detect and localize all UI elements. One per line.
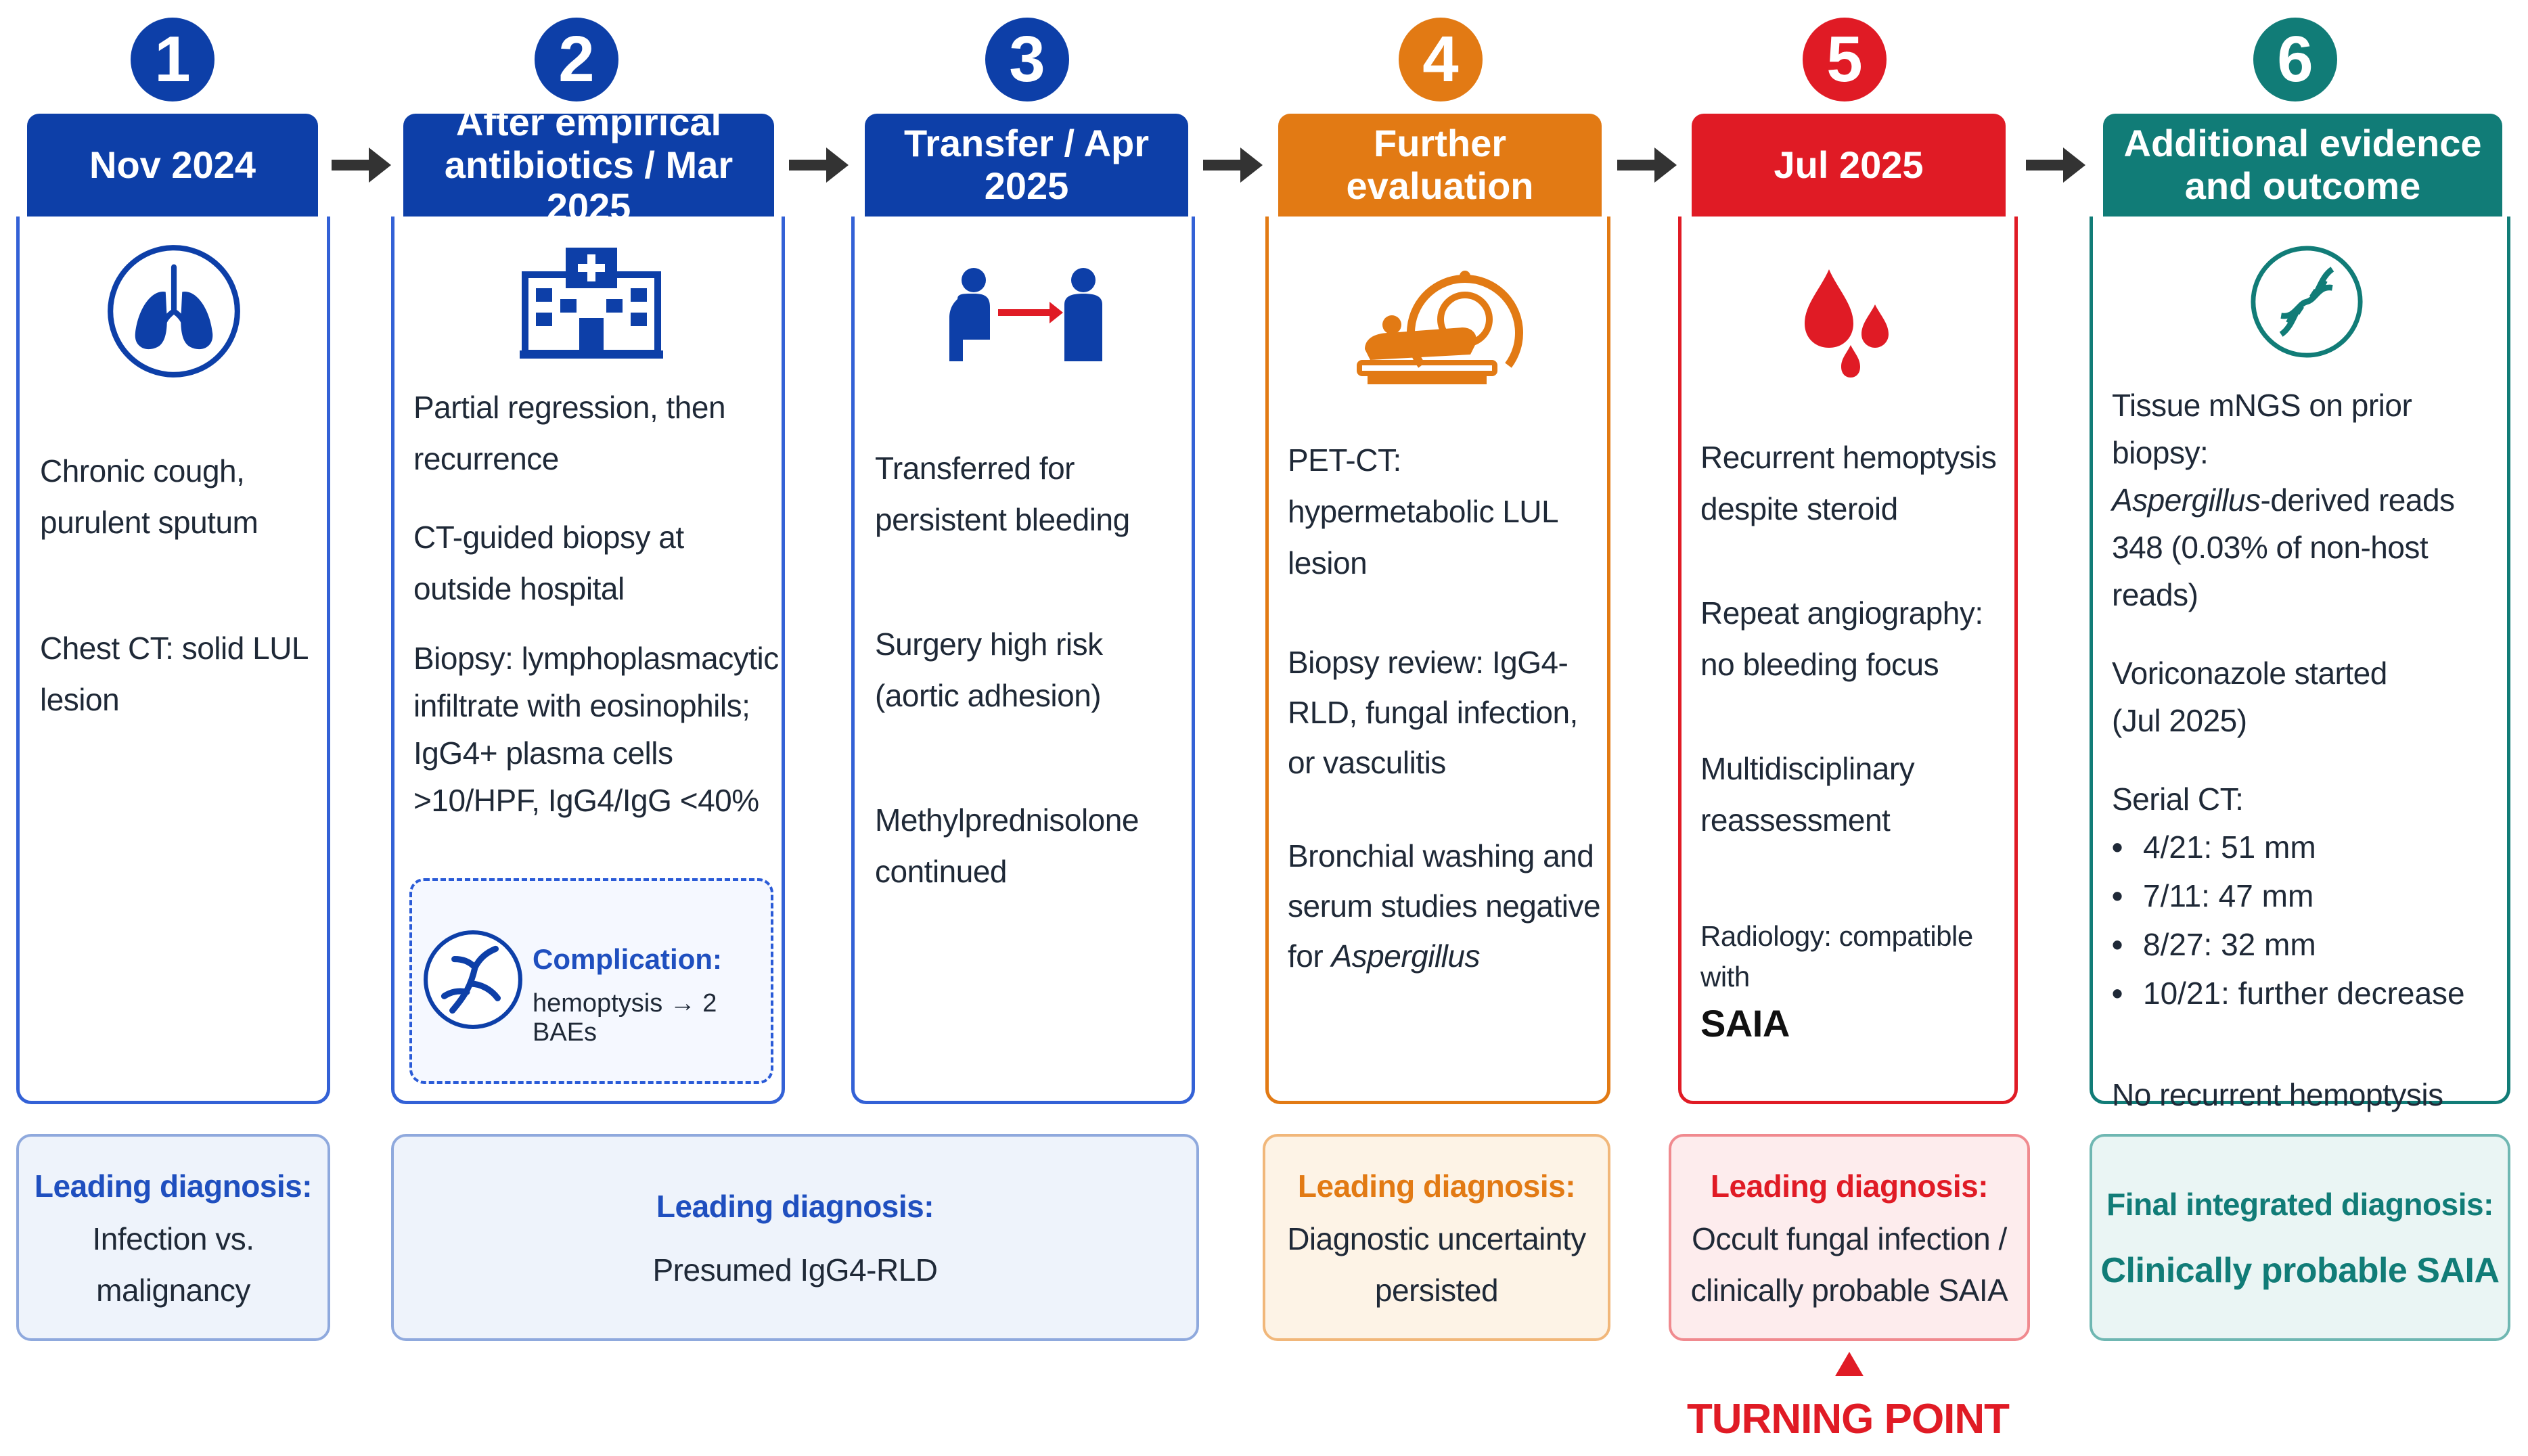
complication-label: Complication:: [533, 943, 722, 975]
arrow-right-icon: [2026, 147, 2085, 183]
diagnosis-value: Clinically probable SAIA: [2100, 1251, 2500, 1290]
bronchial-vessel-icon: [424, 930, 522, 1029]
step5-item-mdt: Multidisciplinary reassessment: [1700, 751, 1915, 838]
step6-vori-line1: Voriconazole started: [2112, 656, 2387, 691]
step6-vori-line2: (Jul 2025): [2112, 703, 2247, 738]
step-number-1: 1: [131, 18, 215, 101]
step6-mngs-reads: -derived reads: [2260, 482, 2456, 518]
step-number-5: 5: [1803, 18, 1887, 101]
step5-item-hemoptysis: Recurrent hemoptysis despite steroid: [1700, 440, 1997, 526]
step6-mngs-line2: Aspergillus-derived reads: [2112, 476, 2511, 524]
hospital-icon: [520, 248, 663, 359]
serial-ct-item: 7/11: 47 mm: [2112, 871, 2511, 920]
diagnosis-value: Diagnostic uncertainty: [1287, 1221, 1586, 1256]
step5-radiology-value: SAIA: [1700, 1002, 1790, 1045]
serial-ct-item: 8/27: 32 mm: [2112, 920, 2511, 969]
step-card-4: PET-CT: hypermetabolic LUL lesion Biopsy…: [1265, 217, 1610, 1104]
complication-value: hemoptysis → 2 BAEs: [533, 989, 717, 1047]
diagnosis-title: Leading diagnosis:: [1710, 1168, 1989, 1204]
step3-item-steroid: Methylprednisolone continued: [875, 802, 1139, 889]
diagnosis-value: persisted: [1374, 1273, 1499, 1308]
turning-point-label: TURNING POINT: [1686, 1396, 2010, 1442]
step-header-2: After empirical antibiotics / Mar 2025: [403, 101, 774, 228]
step-card-3: Transferred for persistent bleeding Surg…: [851, 217, 1195, 1104]
diagnosis-value: clinically probable SAIA: [1690, 1273, 2008, 1308]
step-header-1: Nov 2024: [27, 114, 318, 217]
step1-item-symptoms: Chronic cough, purulent sputum: [40, 453, 258, 540]
arrow-right-icon: [1617, 147, 1677, 183]
arrow-right-icon: [789, 147, 849, 183]
step-header-6-line1: Additional evidence: [2123, 122, 2482, 165]
step4-item-biopsy-review: Biopsy review: IgG4-RLD, fungal infectio…: [1288, 645, 1578, 780]
complication-box: Complication: hemoptysis → 2 BAEs: [409, 878, 773, 1084]
diagnosis-box-1: Leading diagnosis: Infection vs. maligna…: [16, 1134, 330, 1341]
lungs-icon: [108, 245, 240, 378]
step-header-6: Additional evidence and outcome: [2103, 114, 2502, 217]
step-card-6: Tissue mNGS on prior biopsy: Aspergillus…: [2090, 217, 2511, 1112]
dna-icon: [2251, 246, 2363, 358]
diagnosis-title: Leading diagnosis:: [656, 1189, 934, 1224]
patient-transfer-icon: [949, 268, 1102, 361]
step-header-4: Further evaluation: [1278, 114, 1602, 217]
diagnosis-box-4: Leading diagnosis: Occult fungal infecti…: [1669, 1134, 2030, 1341]
pet-ct-scanner-icon: [1357, 271, 1523, 384]
step-number-2: 2: [535, 18, 618, 101]
step2-item-regression: Partial regression, then recurrence: [413, 390, 726, 476]
step2-item-biopsy-result: Biopsy: lymphoplasmacytic infiltrate wit…: [413, 641, 779, 818]
diagnosis-box-final: Final integrated diagnosis: Clinically p…: [2090, 1134, 2510, 1341]
step4-item-bronchial-organism: Aspergillus: [1331, 938, 1480, 974]
step-header-6-line2: and outcome: [2184, 164, 2421, 207]
step4-item-bronchial: Bronchial washing and serum studies nega…: [1288, 831, 1612, 981]
diagnosis-value: Presumed IgG4-RLD: [652, 1252, 939, 1288]
arrow-right-icon: [332, 147, 391, 183]
diagnosis-box-3: Leading diagnosis: Diagnostic uncertaint…: [1263, 1134, 1610, 1341]
step-number-3: 3: [985, 18, 1069, 101]
serial-ct-item: 10/21: further decrease: [2112, 969, 2511, 1018]
step-card-1: Chronic cough, purulent sputum Chest CT:…: [16, 217, 330, 1104]
step4-item-petct: PET-CT: hypermetabolic LUL lesion: [1288, 442, 1558, 581]
step5-radiology-label: Radiology: compatible with: [1700, 920, 1973, 993]
diagnosis-value: Infection vs.: [92, 1221, 254, 1256]
blood-drops-icon: [1805, 269, 1889, 378]
step-header-3: Transfer / Apr 2025: [865, 114, 1188, 217]
serial-ct-item: 4/21: 51 mm: [2112, 823, 2511, 871]
step-number-4: 4: [1399, 18, 1483, 101]
step3-item-surgery: Surgery high risk (aortic adhesion): [875, 627, 1103, 713]
step6-mngs-organism: Aspergillus: [2112, 482, 2261, 518]
step1-item-ct: Chest CT: solid LUL lesion: [40, 631, 308, 717]
diagnosis-value: malignancy: [96, 1273, 250, 1308]
step-card-2: Partial regression, then recurrence CT-g…: [391, 217, 785, 1104]
step3-item-transfer: Transferred for persistent bleeding: [875, 451, 1130, 537]
diagnosis-value: Occult fungal infection /: [1692, 1221, 2007, 1256]
step-header-2-line1: After empirical: [455, 100, 722, 143]
step-number-6: 6: [2253, 18, 2337, 101]
step-header-5: Jul 2025: [1692, 114, 2006, 217]
diagnosis-title: Final integrated diagnosis:: [2106, 1187, 2493, 1222]
diagnosis-title: Leading diagnosis:: [1297, 1168, 1576, 1204]
diagnosis-box-2: Leading diagnosis: Presumed IgG4-RLD: [391, 1134, 1199, 1341]
step6-mngs-line1: Tissue mNGS on prior biopsy:: [2112, 388, 2412, 470]
turning-point-arrow-icon: [1835, 1352, 1864, 1376]
step2-item-biopsy: CT-guided biopsy at outside hospital: [413, 520, 684, 606]
arrow-right-icon: [1203, 147, 1263, 183]
step6-serial-label: Serial CT:: [2112, 781, 2244, 817]
step-header-2-line2: antibiotics / Mar 2025: [444, 143, 733, 229]
step-card-5: Recurrent hemoptysis despite steroid Rep…: [1678, 217, 2018, 1104]
step4-item-bronchial-text: Bronchial washing and serum studies nega…: [1288, 838, 1601, 974]
step6-outcome: No recurrent hemoptysis: [2112, 1077, 2443, 1112]
step5-item-angiography: Repeat angiography: no bleeding focus: [1700, 595, 1983, 682]
diagnosis-title: Leading diagnosis:: [34, 1168, 313, 1204]
step6-mngs-line3: 348 (0.03% of non-host reads): [2112, 530, 2429, 612]
